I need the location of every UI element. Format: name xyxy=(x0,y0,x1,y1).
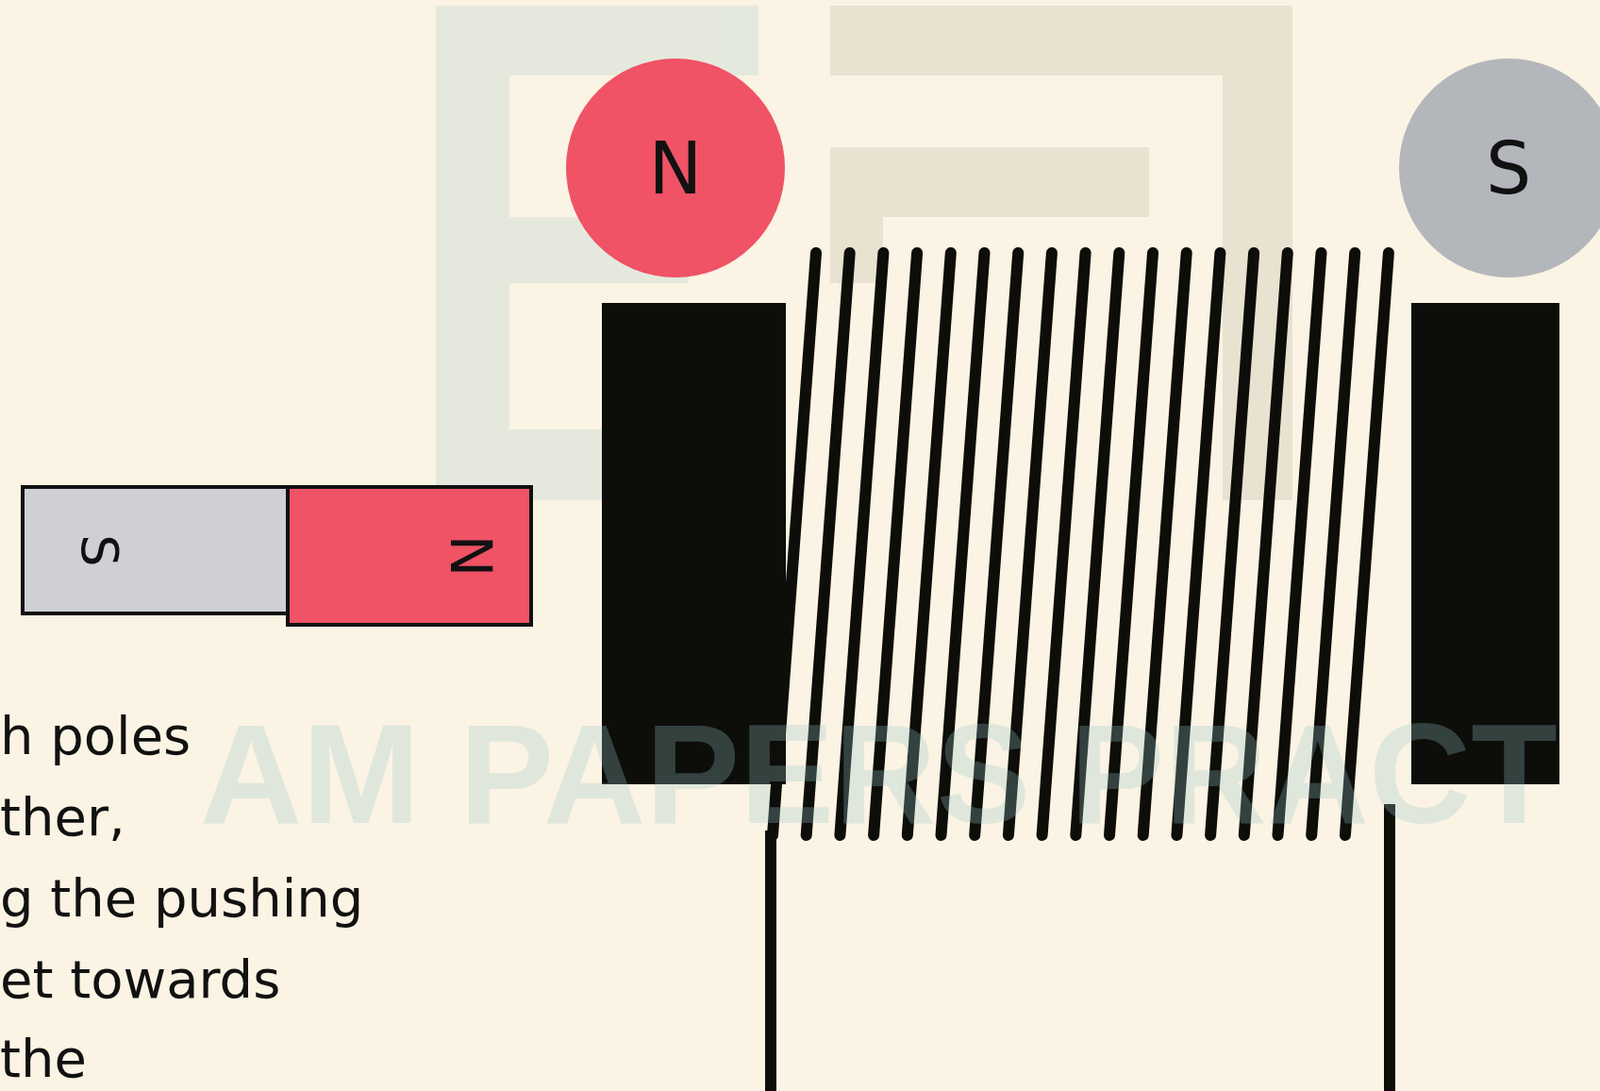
logo-watermark xyxy=(435,5,1293,500)
body-text: g the pushing xyxy=(0,871,364,925)
pole-letter: S xyxy=(1485,126,1532,211)
south-pole-marker: S xyxy=(1399,58,1600,278)
lead-wire xyxy=(765,830,777,1091)
magnet-south-end: S xyxy=(20,484,288,616)
body-text: h poles xyxy=(0,709,191,763)
lead-wire xyxy=(1383,803,1396,1091)
pole-letter: N xyxy=(649,126,703,211)
watermark: AM PAPERS PRACT xyxy=(200,702,1558,845)
pole-letter: N xyxy=(437,534,504,578)
body-text: ther, xyxy=(0,790,126,844)
pole-letter: S xyxy=(69,533,130,567)
north-pole-marker: N xyxy=(566,58,785,278)
body-text: et towards xyxy=(0,952,281,1006)
body-text: the xyxy=(0,1032,87,1085)
magnet-north-end: N xyxy=(285,484,534,627)
